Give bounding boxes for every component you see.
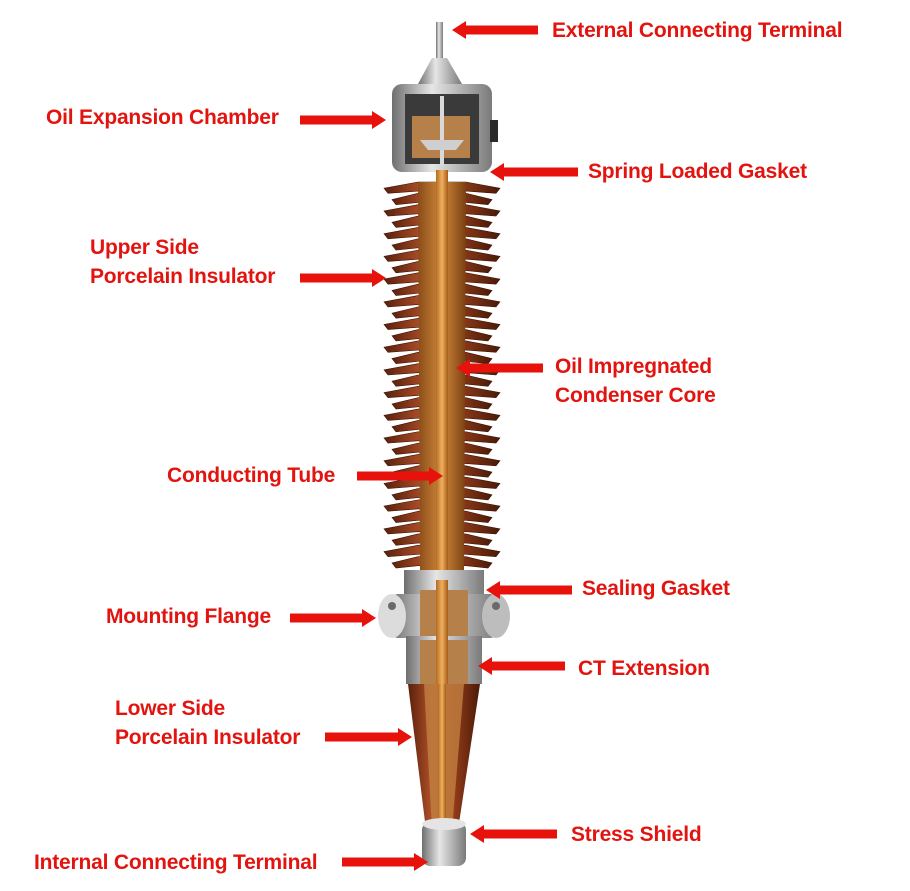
label-conducting-tube: Conducting Tube [167,461,335,490]
arrow-stress-shield [470,825,557,843]
label-text-line2: Condenser Core [555,384,716,407]
external-terminal-stud [436,22,443,60]
label-text-line2: Porcelain Insulator [115,726,301,749]
label-text: Spring Loaded Gasket [588,160,807,183]
label-text: Oil Expansion Chamber [46,106,279,129]
label-text: External Connecting Terminal [552,19,843,42]
arrow-ct-extension [478,657,565,675]
arrow-external-terminal [452,21,538,39]
label-upper-insulator: Upper Side Porcelain Insulator [90,233,275,291]
external-terminal-cone [418,58,462,84]
label-condenser-core: Oil Impregnated Condenser Core [555,352,716,410]
label-text: Mounting Flange [106,605,271,628]
label-ct-extension: CT Extension [578,654,710,683]
label-external-terminal: External Connecting Terminal [552,16,843,45]
label-text: CT Extension [578,657,710,680]
oil-expansion-chamber [392,84,498,172]
label-text-line1: Lower Side [115,697,226,720]
label-text-line1: Upper Side [90,236,199,259]
label-stress-shield: Stress Shield [571,820,702,849]
label-sealing-gasket: Sealing Gasket [582,574,730,603]
label-text: Stress Shield [571,823,702,846]
label-text-line1: Oil Impregnated [555,355,712,378]
label-text: Internal Connecting Terminal [34,851,318,874]
label-oil-chamber: Oil Expansion Chamber [46,103,279,132]
label-spring-gasket: Spring Loaded Gasket [588,157,807,186]
arrow-oil-chamber [300,111,386,129]
label-text-line2: Porcelain Insulator [90,265,276,288]
label-text: Sealing Gasket [582,577,730,600]
arrow-condenser-core [456,359,543,377]
arrow-mounting-flange [290,609,376,627]
label-lower-insulator: Lower Side Porcelain Insulator [115,694,300,752]
arrow-lower-insulator [325,728,412,746]
stress-shield [422,822,466,866]
label-internal-terminal: Internal Connecting Terminal [34,848,318,877]
arrow-conducting-tube [357,467,443,485]
arrow-upper-insulator [300,269,386,287]
callout-arrows [290,21,578,871]
arrow-spring-gasket [490,163,578,181]
label-text: Conducting Tube [167,464,336,487]
mounting-flange-assembly [378,570,510,680]
label-mounting-flange: Mounting Flange [106,602,271,631]
arrow-internal-terminal [342,853,428,871]
arrow-sealing-gasket [486,581,572,599]
